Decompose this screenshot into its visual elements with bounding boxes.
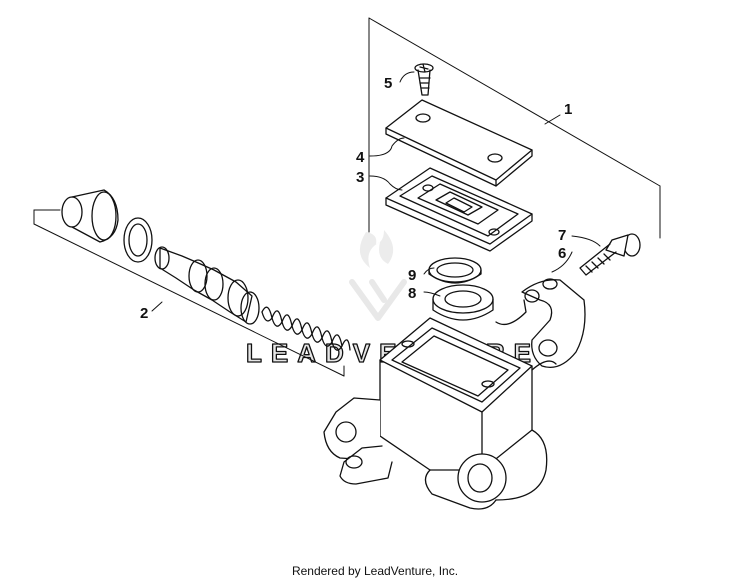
o-ring: [428, 257, 482, 284]
callout-7: 7: [558, 227, 566, 244]
callout-6: 6: [558, 245, 566, 262]
assembly-bracket: [368, 17, 661, 239]
dust-boot: [61, 189, 119, 243]
clamp-bolt: [579, 233, 641, 276]
handlebar-clamp: [521, 278, 586, 369]
callout-8: 8: [408, 285, 416, 302]
callout-1: 1: [564, 101, 572, 118]
callout-9: 9: [408, 267, 416, 284]
footer-credit: Rendered by LeadVenture, Inc.: [291, 564, 459, 578]
cover-screw: [414, 63, 434, 96]
callout-4: 4: [356, 149, 365, 166]
reservoir-cover: [385, 99, 533, 187]
callout-3: 3: [356, 169, 364, 186]
return-spring: [261, 306, 351, 351]
callout-2: 2: [140, 305, 148, 322]
piston-kit-bracket: [33, 209, 345, 377]
leader-lines: [369, 71, 601, 297]
master-cylinder-body: [323, 299, 557, 510]
diaphragm-gasket: [385, 167, 533, 252]
callout-5: 5: [384, 75, 392, 92]
cup-seal: [432, 284, 494, 321]
snap-ring: [123, 217, 153, 263]
piston: [154, 246, 260, 325]
callout-labels: 1 2 3 4 5 6 7 8 9: [140, 75, 572, 322]
watermark-logo: [349, 230, 407, 321]
